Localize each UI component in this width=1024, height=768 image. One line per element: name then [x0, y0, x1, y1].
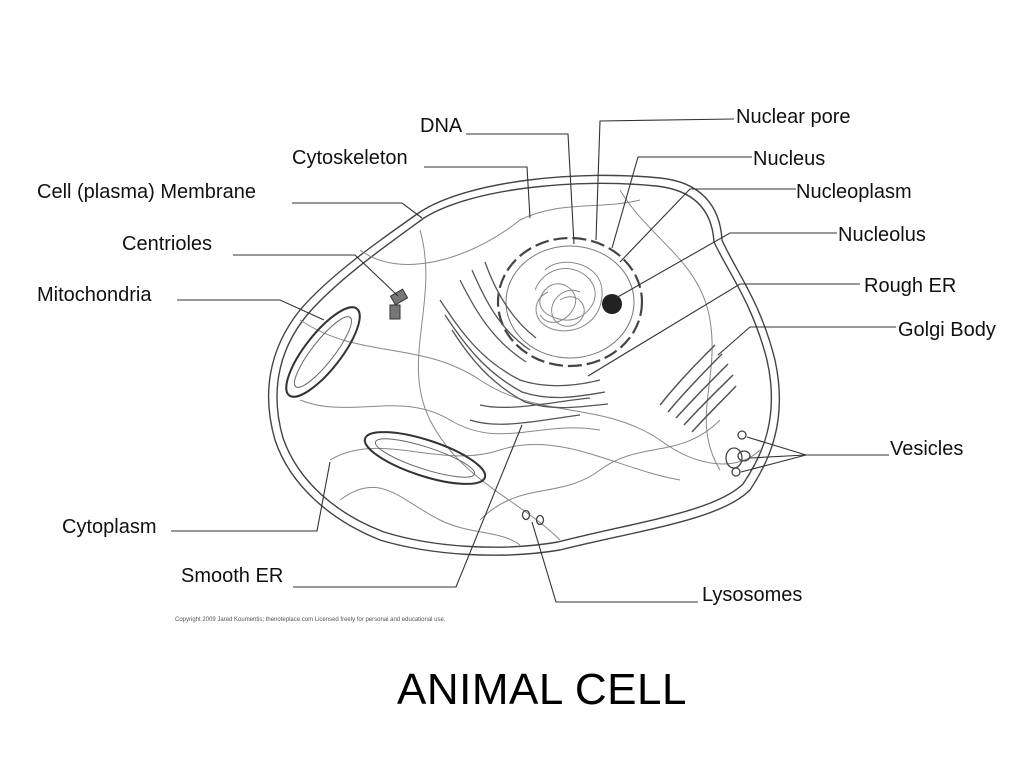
- leader-cytoplasm: [171, 461, 331, 532]
- leader-nuclear-pore: [595, 118, 735, 241]
- label-rough-er: Rough ER: [864, 275, 957, 297]
- mitochondrion-upper: [285, 306, 361, 398]
- copyright-notice: Copyright 2009 Jared Koumentis; thenotep…: [175, 617, 446, 623]
- label-cytoplasm: Cytoplasm: [62, 516, 157, 538]
- rough-er-shape: [439, 261, 609, 425]
- leader-vesicles-2: [749, 454, 807, 459]
- label-nuclear-pore: Nuclear pore: [736, 106, 851, 128]
- leader-nucleolus: [615, 232, 837, 299]
- label-vesicles: Vesicles: [890, 438, 964, 460]
- leader-rough-er: [587, 283, 860, 377]
- label-smooth-er: Smooth ER: [181, 565, 284, 587]
- label-lysosomes: Lysosomes: [702, 584, 803, 606]
- leader-cell-membrane: [292, 202, 423, 219]
- leader-golgi-body: [717, 326, 896, 356]
- leader-vesicles-1: [746, 436, 889, 456]
- label-cytoskeleton: Cytoskeleton: [292, 147, 408, 169]
- leader-mitochondria: [177, 299, 325, 321]
- label-nucleolus: Nucleolus: [838, 224, 926, 246]
- label-centrioles: Centrioles: [122, 233, 213, 255]
- leader-vesicles-3: [740, 454, 807, 473]
- label-cell-membrane: Cell (plasma) Membrane: [37, 181, 256, 203]
- label-dna: DNA: [420, 115, 463, 137]
- centrioles-shape: [389, 288, 409, 320]
- leader-smooth-er: [293, 424, 523, 588]
- label-mitochondria: Mitochondria: [37, 284, 152, 306]
- golgi-body-shape: [659, 344, 737, 433]
- nuclear-envelope: [496, 236, 644, 368]
- leader-nucleoplasm: [619, 188, 796, 263]
- leader-dna: [466, 133, 575, 245]
- leader-cytoskeleton: [424, 166, 531, 219]
- label-golgi-body: Golgi Body: [898, 319, 996, 341]
- leader-nucleus: [611, 156, 752, 249]
- diagram-title: ANIMAL CELL: [397, 665, 687, 714]
- mitochondrion-lower: [363, 431, 487, 485]
- leader-lysosomes: [531, 521, 698, 603]
- cell-membrane-shape: [267, 174, 781, 556]
- nucleolus-shape: [602, 294, 622, 314]
- chromatin-dna: [534, 261, 603, 332]
- label-nucleus: Nucleus: [753, 148, 826, 170]
- leader-centrioles: [233, 254, 399, 297]
- lysosomes-shape: [521, 509, 545, 526]
- cytoskeleton-filaments: [299, 189, 761, 546]
- label-nucleoplasm: Nucleoplasm: [796, 181, 912, 203]
- leader-lines: [171, 118, 896, 603]
- vesicles-shape: [725, 430, 751, 477]
